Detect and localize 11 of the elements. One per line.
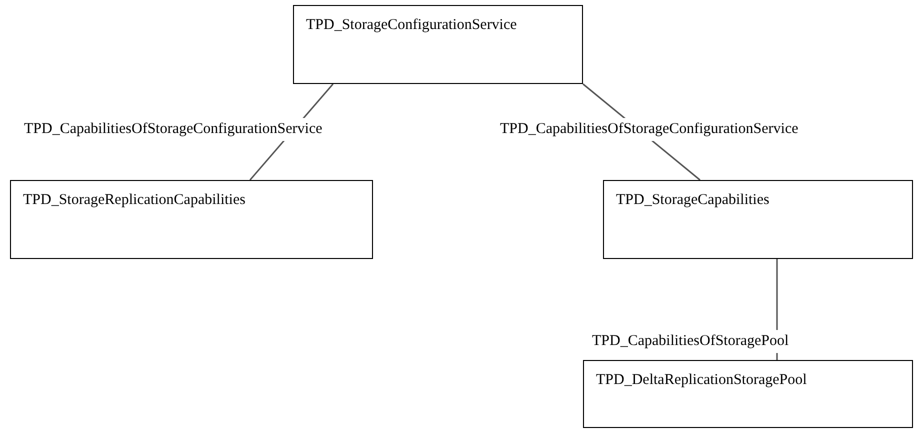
class-box	[603, 180, 913, 259]
edge-label: TPD_CapabilitiesOfStorageConfigurationService	[22, 118, 324, 140]
edge-label: TPD_CapabilitiesOfStoragePool	[590, 330, 791, 352]
class-name: TPD_DeltaReplicationStoragePool	[596, 371, 808, 390]
edge-label: TPD_CapabilitiesOfStorageConfigurationService	[498, 118, 800, 140]
class-box	[10, 180, 373, 259]
class-box	[583, 360, 913, 428]
class-name: TPD_StorageReplicationCapabilities	[23, 191, 246, 210]
class-box	[293, 5, 583, 84]
class-name: TPD_StorageCapabilities	[616, 191, 770, 210]
class-name: TPD_StorageConfigurationService	[306, 16, 518, 35]
